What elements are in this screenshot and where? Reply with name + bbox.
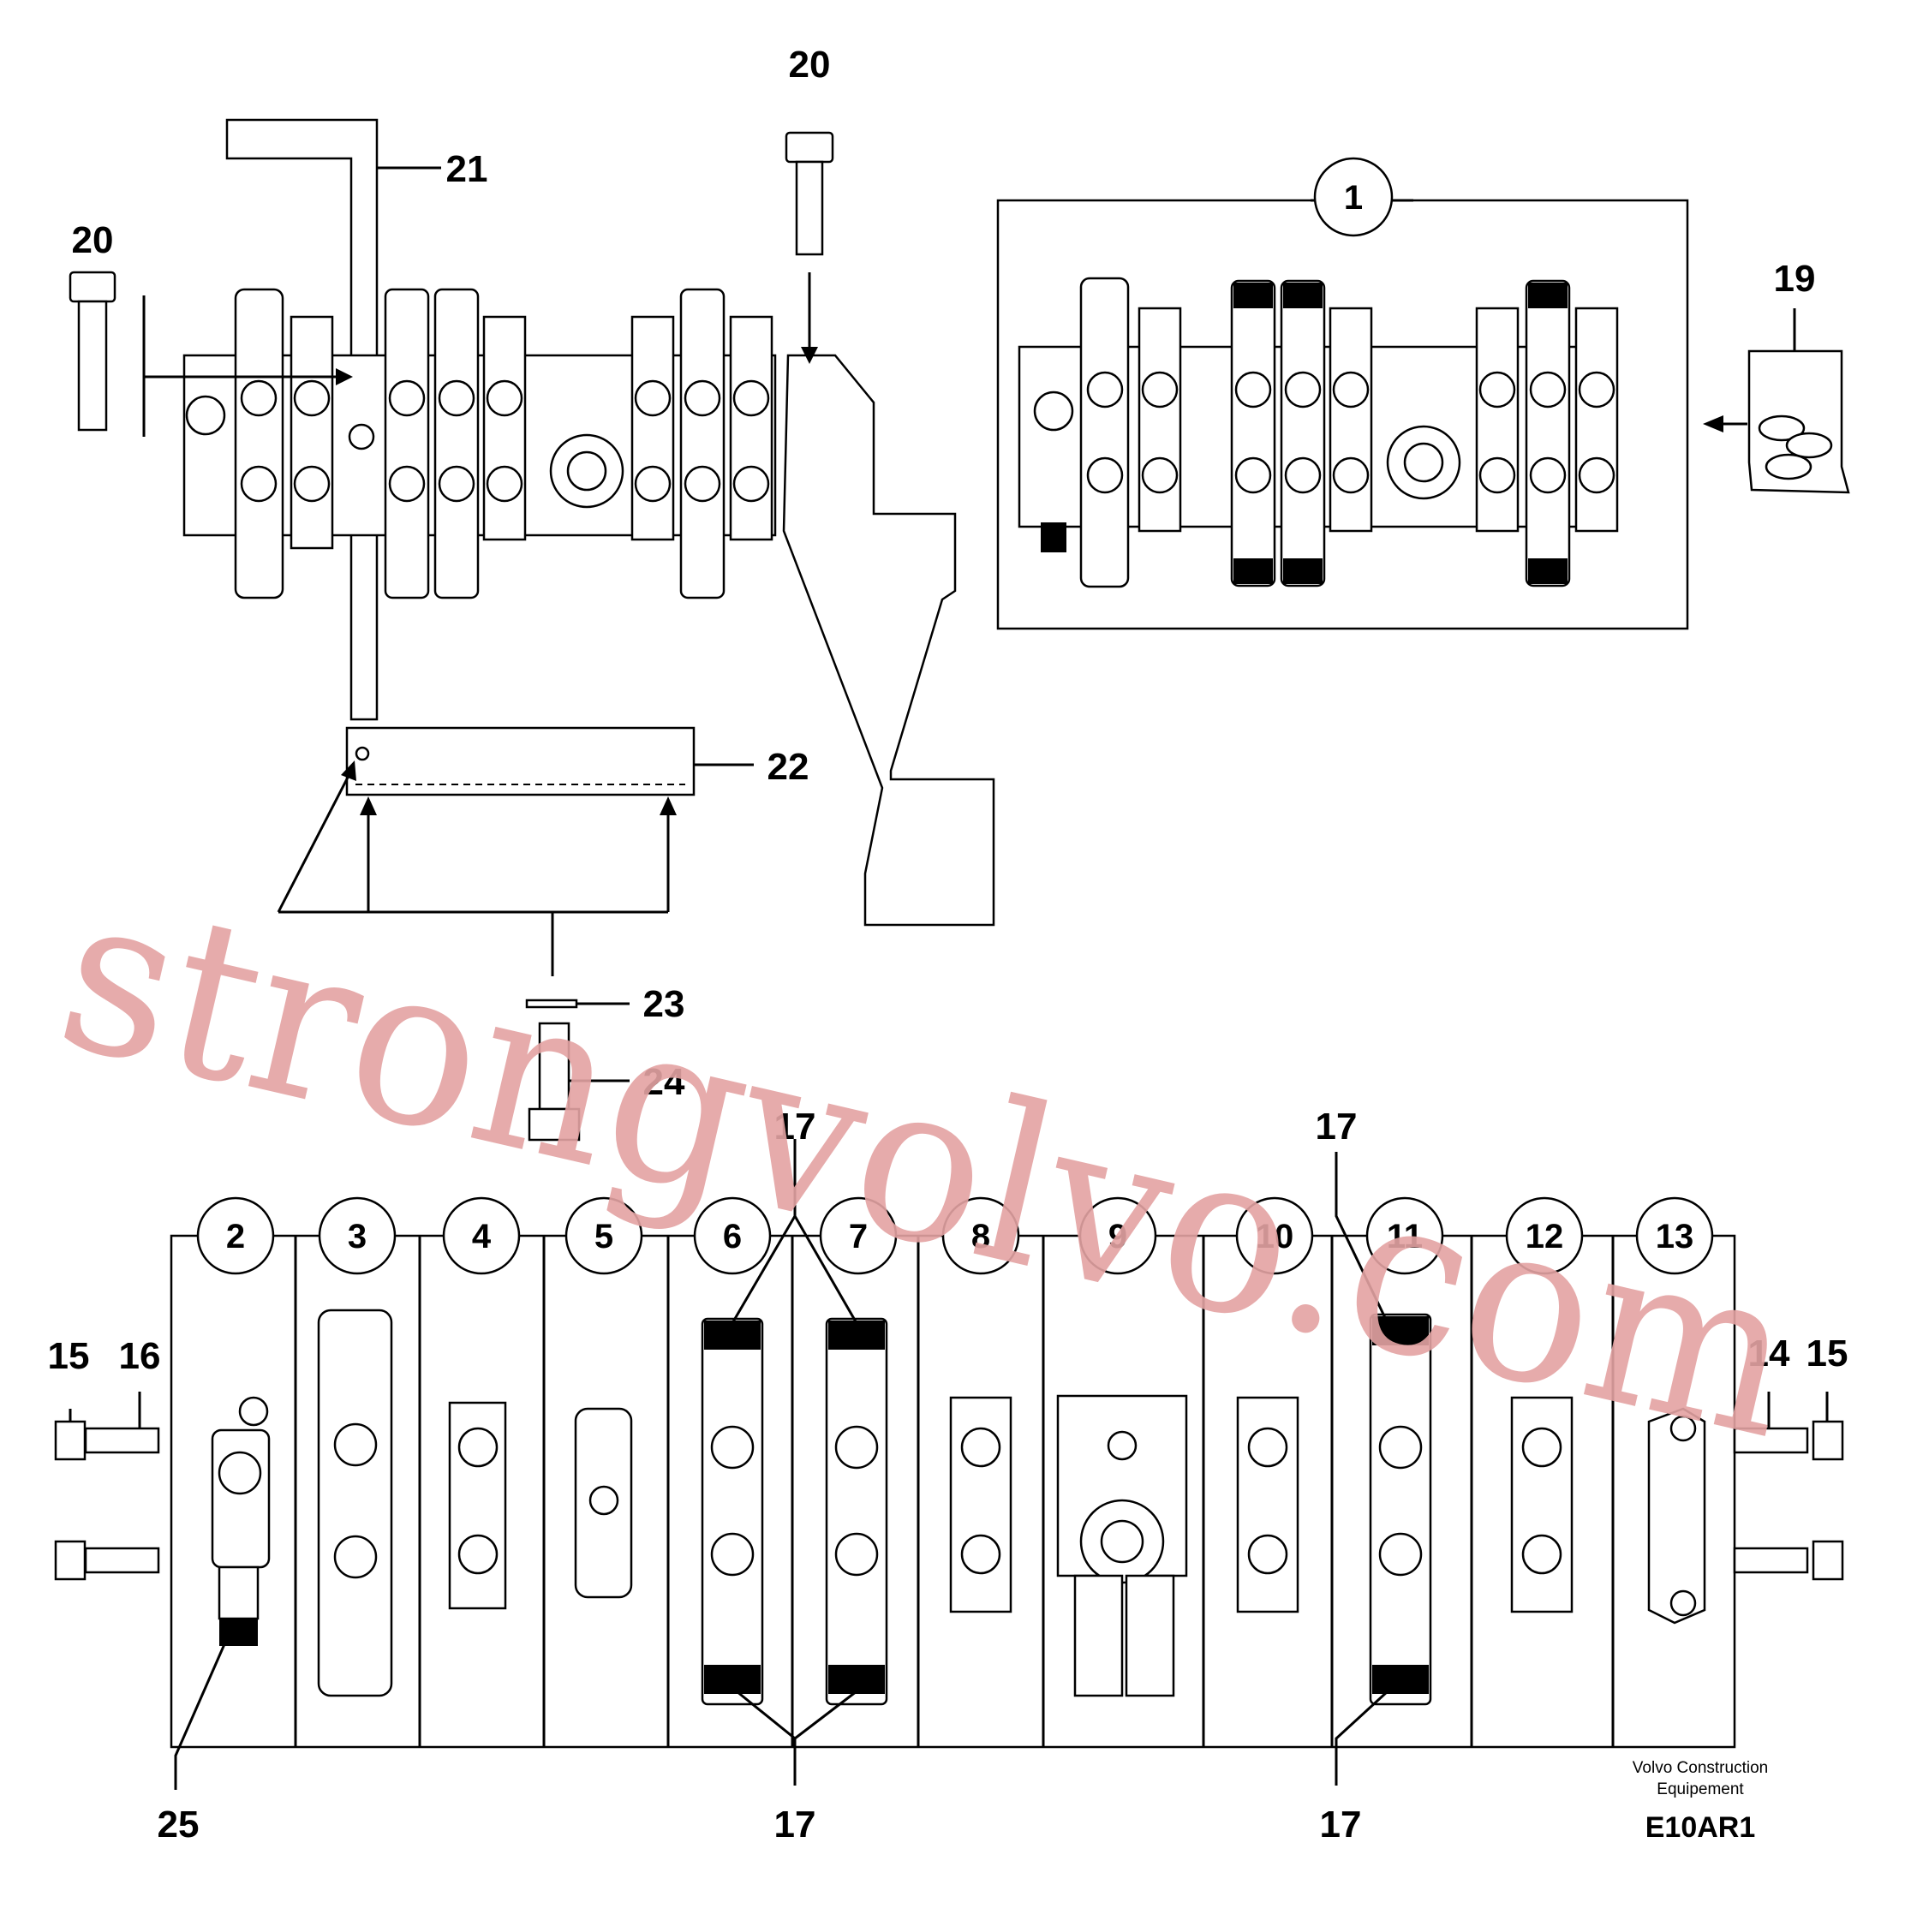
callout-24: 24 (643, 1061, 685, 1103)
footer-block: Volvo Construction Equipement E10AR1 (1633, 1759, 1768, 1844)
arrow-20b (801, 347, 818, 364)
section-dividers (294, 1236, 1615, 1747)
spool-tower (234, 288, 284, 599)
callout-20-left: 20 (72, 219, 114, 261)
maker-line-1: Volvo Construction (1633, 1759, 1768, 1777)
circle-sec-2 (196, 1196, 275, 1275)
port-circles (185, 379, 770, 509)
sec-label-2: 2 (226, 1218, 245, 1255)
callout-22: 22 (767, 746, 809, 788)
callout-labels: 20 20 21 19 22 23 24 17 17 17 17 15 16 1… (48, 44, 1848, 1846)
callout-21: 21 (446, 148, 488, 190)
bolt-20-left (69, 271, 116, 432)
bracket-21 (225, 118, 379, 721)
circle-sec-3 (318, 1196, 397, 1275)
circle-sec-13 (1635, 1196, 1714, 1275)
sec-label-5: 5 (594, 1218, 613, 1255)
callout-15-right: 15 (1806, 1333, 1848, 1374)
sec-label-6: 6 (723, 1218, 742, 1255)
callout-17-bottom-mid: 17 (774, 1804, 816, 1846)
sec-label-10: 10 (1256, 1218, 1294, 1255)
circle-sec-7 (819, 1196, 898, 1275)
sec-label-11: 11 (1387, 1218, 1423, 1255)
sec-label-8: 8 (971, 1218, 990, 1255)
kit-box-1 (996, 157, 1689, 630)
circle-sec-12 (1505, 1196, 1584, 1275)
circle-sec-11 (1365, 1196, 1444, 1275)
rail-22 (277, 726, 754, 976)
valve-assembly-top (142, 118, 995, 927)
maker-line-2: Equipement (1657, 1780, 1744, 1798)
circle-sec-8 (941, 1196, 1020, 1275)
callout-19: 19 (1774, 258, 1816, 300)
seal-kit-bag-19 (1703, 308, 1850, 494)
callout-23: 23 (643, 983, 685, 1025)
callout-20-top: 20 (789, 44, 831, 86)
spool-tower (290, 315, 334, 550)
sec-label-4: 4 (472, 1218, 492, 1255)
leader-20a (142, 295, 347, 437)
spool-tower (729, 315, 773, 541)
leader-25 (174, 1643, 226, 1790)
bolt-24-washer-23 (525, 999, 630, 1142)
mounting-plate (782, 354, 995, 927)
spool-tower (433, 288, 480, 599)
spool-tower (679, 288, 726, 599)
callout-16: 16 (119, 1335, 161, 1377)
drawing-code: E10AR1 (1645, 1811, 1756, 1844)
circle-sec-9 (1078, 1196, 1157, 1275)
callout-17-bottom-right: 17 (1320, 1804, 1362, 1846)
sec-label-13: 13 (1656, 1218, 1694, 1255)
arrow-20a (336, 368, 353, 385)
section-circles (196, 1196, 1714, 1275)
circle-sec-10 (1235, 1196, 1314, 1275)
callout-25: 25 (158, 1804, 200, 1846)
spool-tower (384, 288, 430, 599)
spool-tower (630, 315, 675, 541)
sec-label-12: 12 (1526, 1218, 1564, 1255)
circle-sec-4 (442, 1196, 521, 1275)
leader-17-top-left (731, 1139, 858, 1324)
section-numbers: 2 3 4 5 6 7 8 9 10 11 12 13 1 (226, 179, 1693, 1255)
callout-17-top-left: 17 (774, 1106, 816, 1148)
spool-tower (482, 315, 527, 541)
callout-14: 14 (1748, 1333, 1790, 1374)
leader-17-bot-right (1335, 1690, 1389, 1786)
sec-label-7: 7 (849, 1218, 868, 1255)
leader-17-bot-mid (736, 1690, 857, 1786)
callout-15-left: 15 (48, 1335, 90, 1377)
sec-label-3: 3 (348, 1218, 367, 1255)
tie-rods (54, 1392, 1844, 1581)
leader-17-top-right (1335, 1152, 1389, 1324)
circle-sec-5 (564, 1196, 643, 1275)
sec-label-9: 9 (1108, 1218, 1127, 1255)
callout-17-top-right: 17 (1316, 1106, 1358, 1148)
circle-sec-6 (693, 1196, 772, 1275)
kit-label-1: 1 (1344, 179, 1363, 217)
bolt-20-top (785, 131, 834, 256)
